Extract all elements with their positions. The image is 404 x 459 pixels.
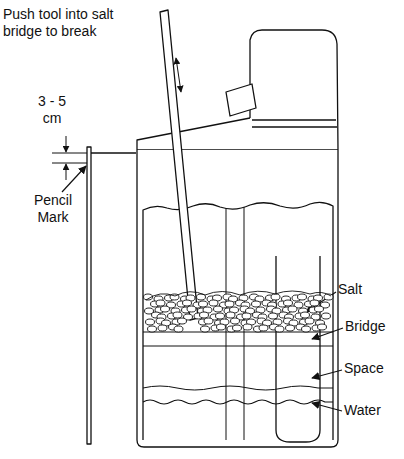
leader-line — [312, 370, 342, 378]
salt-pellet — [252, 301, 261, 307]
salt-pellet — [148, 326, 157, 332]
measuring-stick — [87, 147, 91, 444]
leader-line — [306, 292, 336, 312]
salt-pellet — [243, 324, 252, 330]
salt-pellet — [217, 324, 226, 330]
part-label: Water — [344, 402, 400, 419]
motion-arrow — [176, 58, 181, 92]
salt-pellet — [201, 326, 210, 332]
brine-well — [276, 256, 320, 442]
part-label: Salt — [338, 281, 398, 298]
salt-pellet — [271, 294, 280, 300]
salt-pellet — [174, 326, 183, 332]
salt-pellet — [161, 306, 170, 312]
salt-pellet — [156, 300, 165, 306]
leader-line — [312, 403, 342, 411]
dimension-label: 3 - 5 cm — [30, 93, 74, 127]
salt-pellet — [269, 313, 278, 319]
salt-pellet — [301, 312, 310, 318]
salt-pellet — [187, 306, 196, 312]
salt-pellet — [322, 313, 331, 319]
head-seam — [252, 119, 336, 120]
head-seam — [252, 126, 337, 127]
leader-line — [62, 166, 86, 192]
salt-pellet — [209, 300, 218, 306]
salt-lid-flap — [226, 84, 256, 116]
cutaway-edge — [143, 202, 333, 440]
salt-pellet — [242, 313, 251, 319]
salt-top — [146, 291, 331, 300]
salt-pellet — [288, 306, 297, 312]
dimension-line — [52, 153, 87, 154]
breaking-tool — [160, 10, 198, 320]
space-line — [143, 386, 333, 390]
salt-pellet — [158, 325, 167, 331]
water-line — [143, 400, 333, 404]
salt-pellet — [298, 294, 307, 300]
salt-pellet — [183, 300, 192, 306]
part-label: Pencil Mark — [28, 192, 78, 226]
dimension-line — [52, 163, 87, 164]
salt-pellet — [305, 318, 314, 324]
salt-pellets — [144, 291, 334, 332]
salt-pellet — [200, 312, 209, 318]
salt-pellet — [233, 325, 242, 331]
salt-pellet — [275, 326, 284, 332]
cabinet-lid — [137, 118, 250, 150]
salt-pellet — [199, 301, 208, 307]
instruction-note: Push tool into salt bridge to break — [3, 6, 143, 40]
salt-pellet — [231, 318, 240, 324]
salt-pellet — [173, 312, 182, 318]
salt-pellet — [226, 312, 235, 318]
part-label: Bridge — [345, 318, 401, 335]
salt-pellet — [146, 319, 155, 325]
salt-pellet — [204, 318, 213, 324]
reference-line — [91, 152, 136, 153]
salt-pellet — [310, 300, 319, 306]
salt-pellet — [216, 313, 225, 319]
control-head — [250, 30, 338, 150]
dimension-arrow — [66, 164, 67, 180]
salt-pellet — [284, 300, 293, 306]
salt-pellet — [214, 306, 223, 312]
salt-pellet — [302, 326, 311, 332]
salt-pellet — [318, 324, 327, 330]
salt-pellet — [315, 306, 324, 312]
bridge-bottom — [143, 346, 333, 347]
salt-pellet — [259, 325, 268, 331]
dimension-arrow — [66, 136, 67, 152]
salt-pellet — [286, 325, 295, 331]
part-label: Space — [344, 360, 400, 377]
salt-pellet — [225, 301, 234, 307]
salt-pellet — [178, 318, 187, 324]
cabinet-body — [137, 150, 338, 447]
